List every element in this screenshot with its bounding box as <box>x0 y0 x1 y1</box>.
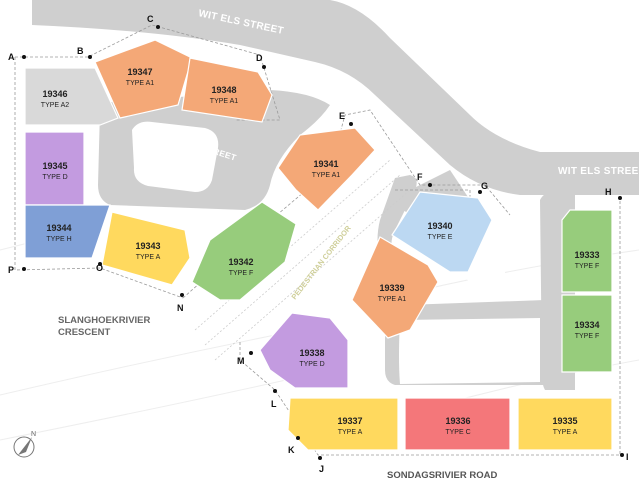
north-arrow-icon: N <box>13 431 36 458</box>
plot-19347-type: TYPE A1 <box>126 80 155 87</box>
plot-19341-type: TYPE A1 <box>312 172 341 179</box>
point-b-marker <box>88 55 92 59</box>
point-j-label: J <box>319 464 324 474</box>
point-j-marker <box>318 456 322 460</box>
point-i-marker <box>620 453 624 457</box>
point-l-label: L <box>271 399 277 409</box>
plot-19342-number: 19342 <box>228 257 253 267</box>
plot-19337-type: TYPE A <box>338 429 363 436</box>
point-o-marker <box>98 262 102 266</box>
point-h-marker <box>618 196 622 200</box>
point-a-marker <box>22 55 26 59</box>
area-label-slanghoekrivier-line1: SLANGHOEKRIVIER <box>58 315 151 326</box>
point-o-label: O <box>96 263 103 273</box>
point-e-label: E <box>339 111 345 121</box>
plot-19339[interactable] <box>351 236 439 339</box>
point-f-label: F <box>417 172 423 182</box>
plot-19341-number: 19341 <box>313 159 338 169</box>
plot-19346[interactable] <box>24 67 119 126</box>
plot-19338-number: 19338 <box>299 348 324 358</box>
point-l-marker <box>273 389 277 393</box>
point-g-label: G <box>481 181 488 191</box>
plot-19333[interactable] <box>561 209 613 293</box>
plot-19346-number: 19346 <box>42 89 67 99</box>
plot-19347[interactable] <box>94 39 193 119</box>
point-c-marker <box>156 25 160 29</box>
plot-19336-type: TYPE C <box>445 429 470 436</box>
point-b-label: B <box>77 46 84 56</box>
plot-19343[interactable] <box>101 211 191 286</box>
plot-19335-type: TYPE A <box>553 429 578 436</box>
area-label-slanghoekrivier-line2: CRESCENT <box>58 327 110 338</box>
street-label-farro-street: FARRO STREET <box>435 365 505 375</box>
street-label-wit-els-right: WIT ELS STREE <box>558 166 639 177</box>
plot-19334-type: TYPE F <box>575 333 600 340</box>
point-m-marker <box>249 351 253 355</box>
plot-19340-number: 19340 <box>427 221 452 231</box>
plot-19336-number: 19336 <box>445 416 470 426</box>
point-e-marker <box>349 122 353 126</box>
plot-19343-type: TYPE A <box>136 254 161 261</box>
point-p-marker <box>22 267 26 271</box>
point-c-label: C <box>147 14 154 24</box>
point-n-marker <box>180 293 184 297</box>
point-d-marker <box>262 65 266 69</box>
point-g-marker <box>478 190 482 194</box>
point-p-label: P <box>8 265 14 275</box>
plot-19345-type: TYPE D <box>42 174 67 181</box>
point-f-marker <box>428 183 432 187</box>
boundary-lines <box>14 24 621 456</box>
plot-19335[interactable] <box>517 397 613 451</box>
plot-19340[interactable] <box>391 191 493 273</box>
plot-19348-number: 19348 <box>211 85 236 95</box>
point-n-label: N <box>177 303 184 313</box>
plot-19338[interactable] <box>259 312 349 389</box>
point-i-label: I <box>626 452 629 462</box>
point-d-label: D <box>256 53 263 63</box>
compass-north-label: N <box>31 431 36 438</box>
plot-19336[interactable] <box>404 397 511 451</box>
plot-19338-type: TYPE D <box>299 361 324 368</box>
plot-19333-number: 19333 <box>574 250 599 260</box>
plot-19333-type: TYPE F <box>575 263 600 270</box>
plot-19348[interactable] <box>181 57 273 123</box>
plot-19337[interactable] <box>287 397 399 451</box>
plot-19340-type: TYPE E <box>428 234 453 241</box>
plot-19341[interactable] <box>277 127 376 211</box>
plot-19347-number: 19347 <box>127 67 152 77</box>
plot-19346-type: TYPE A2 <box>41 102 70 109</box>
plot-19342[interactable] <box>191 201 297 301</box>
point-m-label: M <box>237 356 245 366</box>
plot-19339-type: TYPE A1 <box>378 296 407 303</box>
plot-19344[interactable] <box>24 204 111 259</box>
plot-19335-number: 19335 <box>552 416 577 426</box>
plot-19344-type: TYPE H <box>46 236 71 243</box>
plot-19337-number: 19337 <box>337 416 362 426</box>
plot-19342-type: TYPE F <box>229 270 254 277</box>
street-label-sondagsrivier-road: SONDAGSRIVIER ROAD <box>387 470 497 480</box>
point-a-label: A <box>8 52 15 62</box>
plot-19334[interactable] <box>561 294 613 373</box>
plot-19334-number: 19334 <box>574 320 599 330</box>
plot-19345-number: 19345 <box>42 161 67 171</box>
point-k-label: K <box>288 445 295 455</box>
point-k-marker <box>296 436 300 440</box>
corridor-lines <box>194 159 411 361</box>
plot-19343-number: 19343 <box>135 241 160 251</box>
plot-19348-type: TYPE A1 <box>210 98 239 105</box>
point-h-label: H <box>605 187 612 197</box>
plot-19339-number: 19339 <box>379 283 404 293</box>
plot-19344-number: 19344 <box>46 223 71 233</box>
